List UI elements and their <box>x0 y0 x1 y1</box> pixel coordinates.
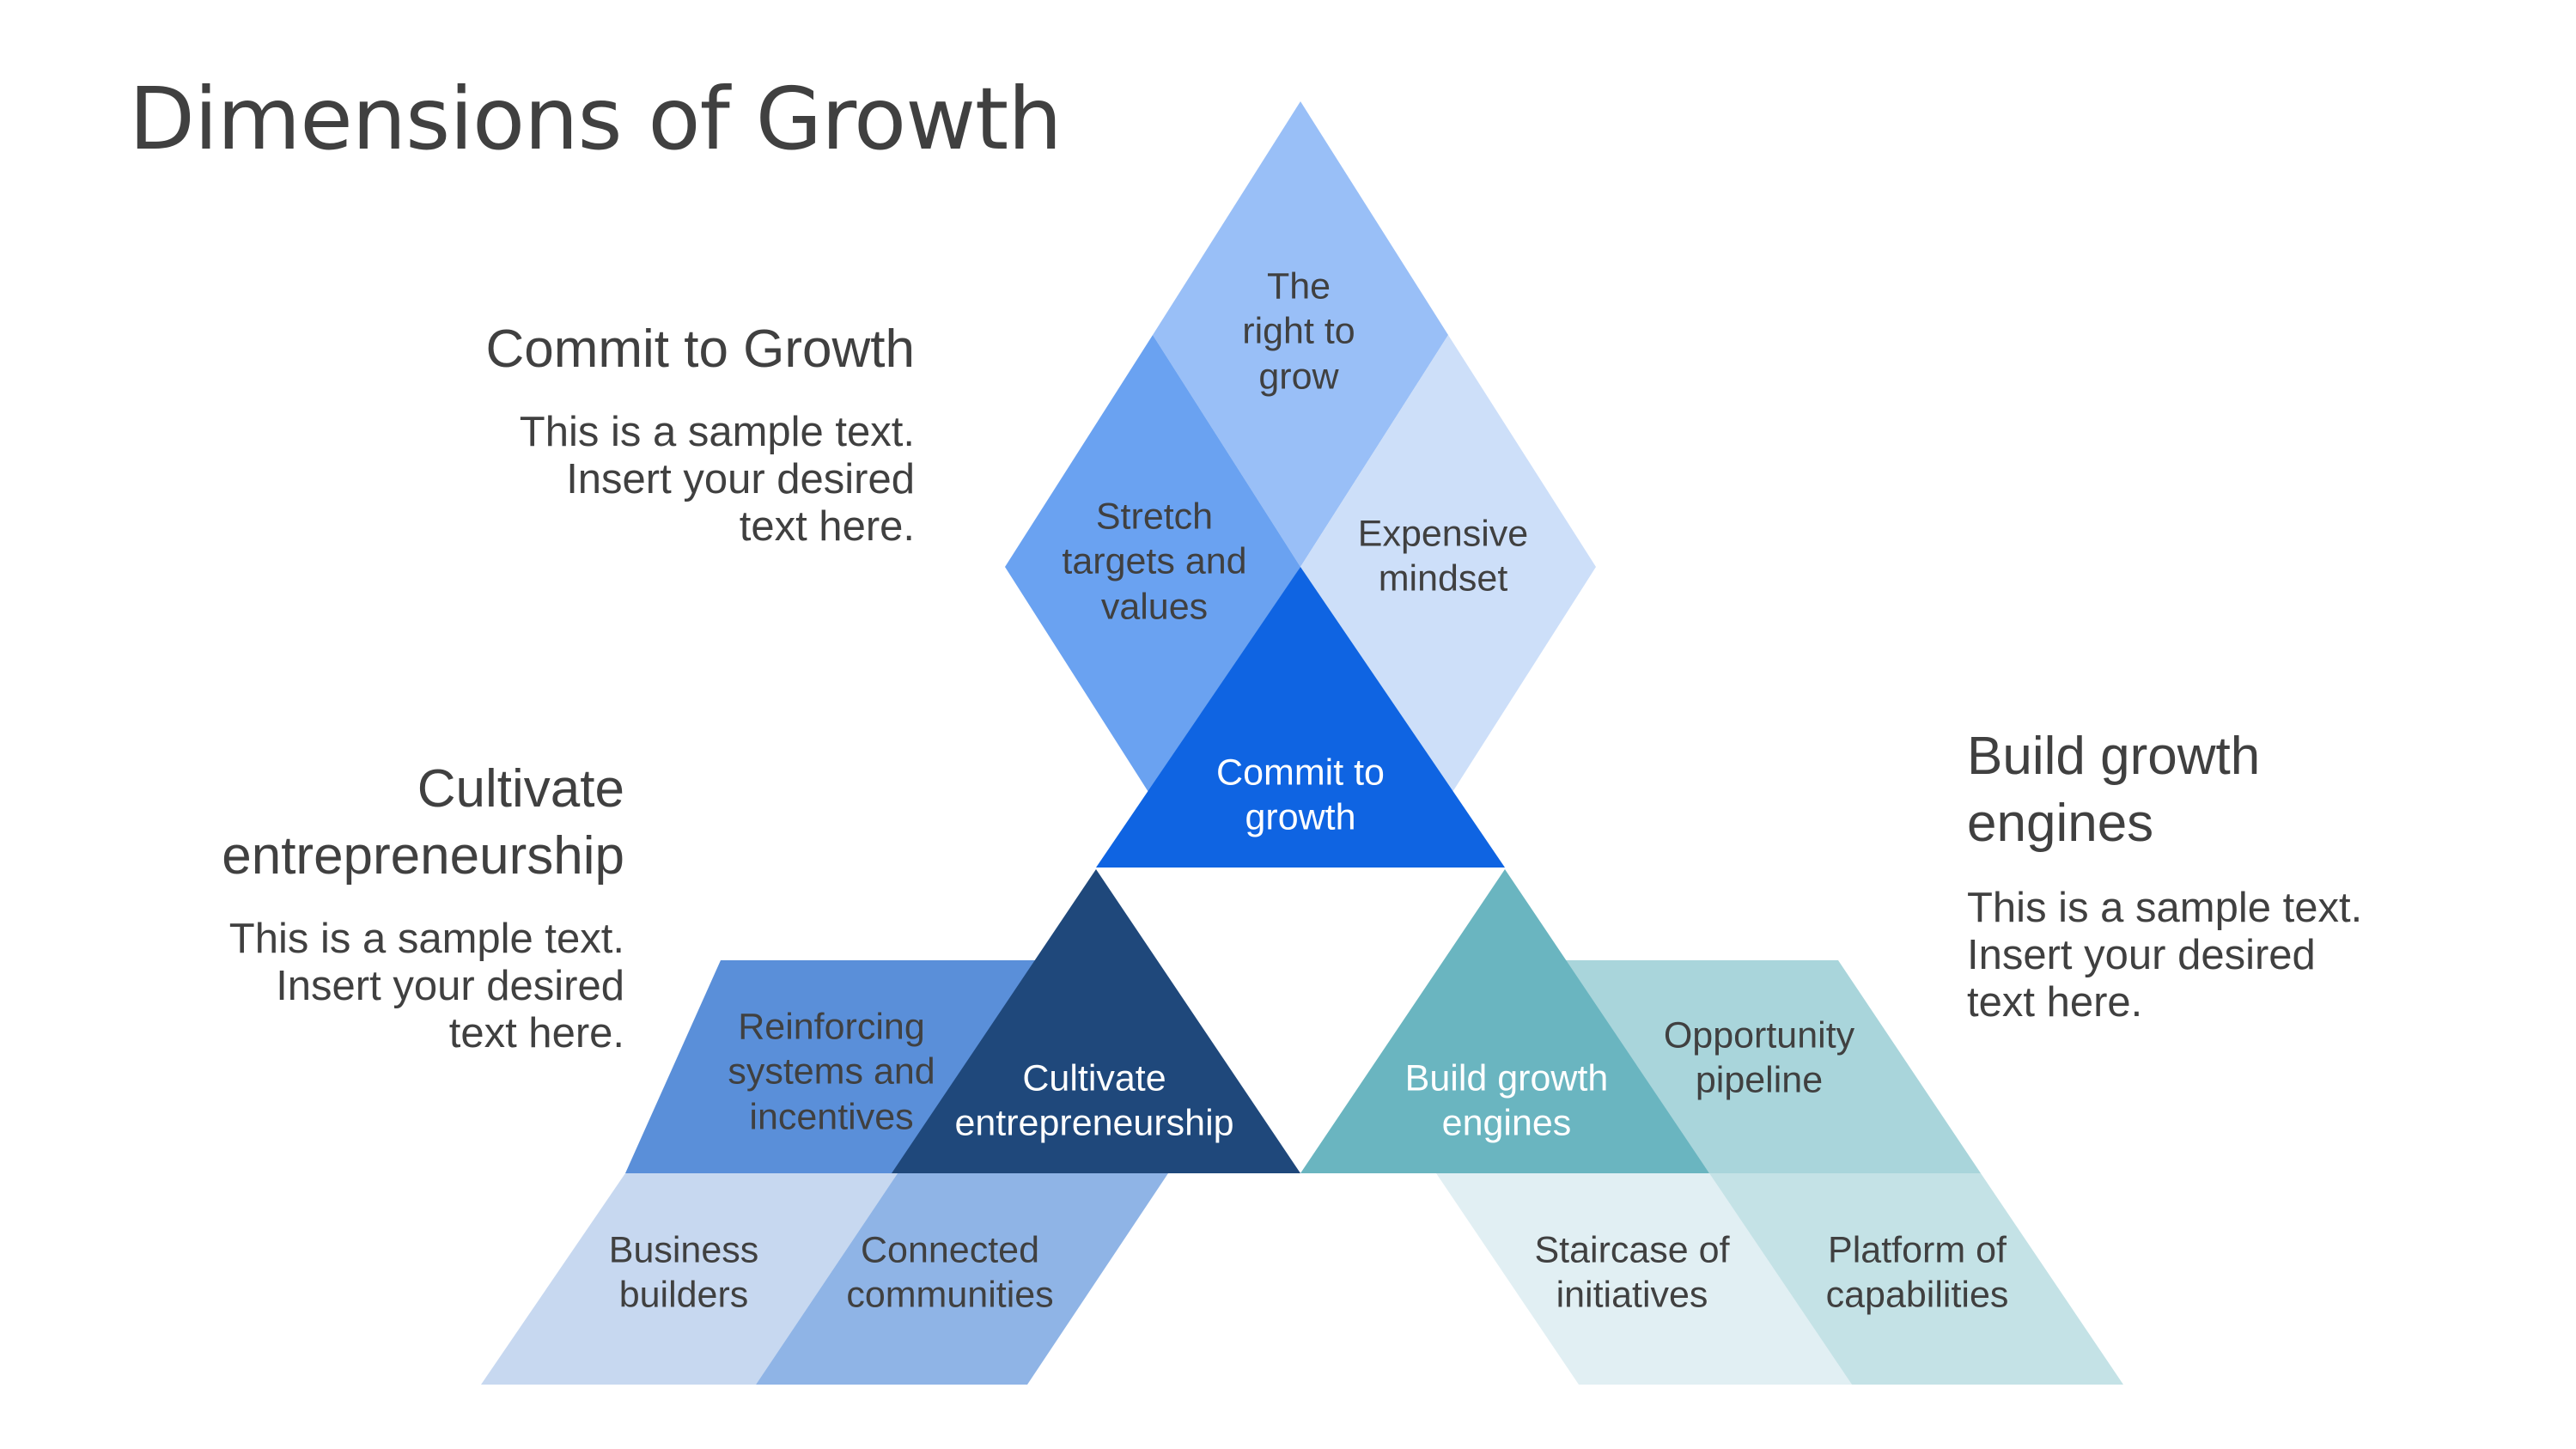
build-body-line: Insert your desired <box>1967 931 2316 978</box>
label-stretch-targets: Stretch targets and values <box>1062 494 1246 629</box>
shape-connected-communities <box>756 1173 1168 1385</box>
label-build-core: Build growth engines <box>1405 1056 1609 1147</box>
label-line: Expensive <box>1357 513 1529 555</box>
cultivate-body-line: This is a sample text. <box>228 916 624 962</box>
label-line: Build growth <box>1404 1057 1609 1099</box>
page-title: Dimensions of Growth <box>129 69 1063 169</box>
label-line: Reinforcing <box>738 1006 925 1048</box>
shape-right-to-grow <box>1153 101 1448 567</box>
label-staircase: Staircase of initiatives <box>1534 1228 1729 1318</box>
label-line: growth <box>1245 797 1356 838</box>
label-business-builders: Business builders <box>609 1228 758 1318</box>
cultivate-heading: Cultivate entrepreneurship <box>222 756 624 889</box>
label-right-to-grow: The right to grow <box>1242 264 1355 399</box>
label-line: mindset <box>1378 558 1508 600</box>
cultivate-body: This is a sample text. Insert your desir… <box>229 916 624 1057</box>
build-heading-line: engines <box>1967 793 2154 853</box>
label-reinforcing-systems: Reinforcing systems and incentives <box>728 1004 935 1139</box>
label-line: communities <box>846 1275 1054 1316</box>
label-line: entrepreneurship <box>954 1103 1234 1144</box>
commit-body-line: Insert your desired <box>566 455 915 502</box>
label-line: capabilities <box>1825 1275 2009 1316</box>
build-body-line: text here. <box>1967 978 2143 1026</box>
commit-body-line: This is a sample text. <box>519 409 915 455</box>
shape-cultivate-core <box>892 869 1300 1173</box>
label-line: The <box>1266 265 1331 307</box>
cultivate-body-line: text here. <box>448 1009 624 1056</box>
label-line: Connected <box>860 1229 1039 1271</box>
shape-commit-core <box>1096 567 1505 868</box>
build-heading: Build growth engines <box>1967 723 2260 856</box>
label-line: grow <box>1258 356 1339 398</box>
cultivate-heading-line: Cultivate <box>417 759 624 819</box>
label-line: Staircase of <box>1534 1229 1730 1271</box>
label-line: builders <box>618 1275 749 1316</box>
label-line: Opportunity <box>1663 1014 1855 1056</box>
label-line: incentives <box>749 1096 914 1138</box>
shape-staircase <box>1436 1173 1852 1385</box>
commit-body-line: text here. <box>739 502 915 550</box>
label-opportunity-pipeline: Opportunity pipeline <box>1664 1014 1854 1104</box>
cultivate-body-line: Insert your desired <box>276 962 624 1009</box>
cultivate-heading-line: entrepreneurship <box>222 825 624 886</box>
label-connected-communities: Connected communities <box>846 1228 1053 1318</box>
label-platform: Platform of capabilities <box>1826 1228 2009 1318</box>
label-line: Cultivate <box>1022 1057 1166 1099</box>
label-line: values <box>1100 586 1209 628</box>
commit-heading: Commit to Growth <box>485 320 915 379</box>
label-line: targets and <box>1062 540 1247 582</box>
build-body-line: This is a sample text. <box>1967 885 2363 931</box>
label-line: pipeline <box>1695 1060 1824 1101</box>
build-body: This is a sample text. Insert your desir… <box>1967 885 2362 1026</box>
label-line: Commit to <box>1216 752 1385 794</box>
build-heading-line: Build growth <box>1967 727 2261 786</box>
shape-build-core <box>1300 869 1709 1173</box>
label-line: Stretch <box>1095 496 1214 538</box>
commit-body: This is a sample text. Insert your desir… <box>520 409 915 551</box>
shape-opportunity-pipeline <box>1560 960 1981 1173</box>
label-line: Business <box>608 1229 759 1271</box>
label-line: initiatives <box>1556 1275 1708 1316</box>
shape-platform <box>1709 1173 2123 1385</box>
label-cultivate-core: Cultivate entrepreneurship <box>954 1056 1233 1147</box>
label-expensive-mindset: Expensive mindset <box>1358 512 1528 602</box>
label-commit-core: Commit to growth <box>1216 751 1385 841</box>
label-line: engines <box>1441 1103 1572 1144</box>
label-line: systems and <box>728 1050 935 1093</box>
shape-business-builders <box>481 1173 898 1385</box>
label-line: Platform of <box>1828 1229 2007 1271</box>
label-line: right to <box>1242 310 1355 352</box>
